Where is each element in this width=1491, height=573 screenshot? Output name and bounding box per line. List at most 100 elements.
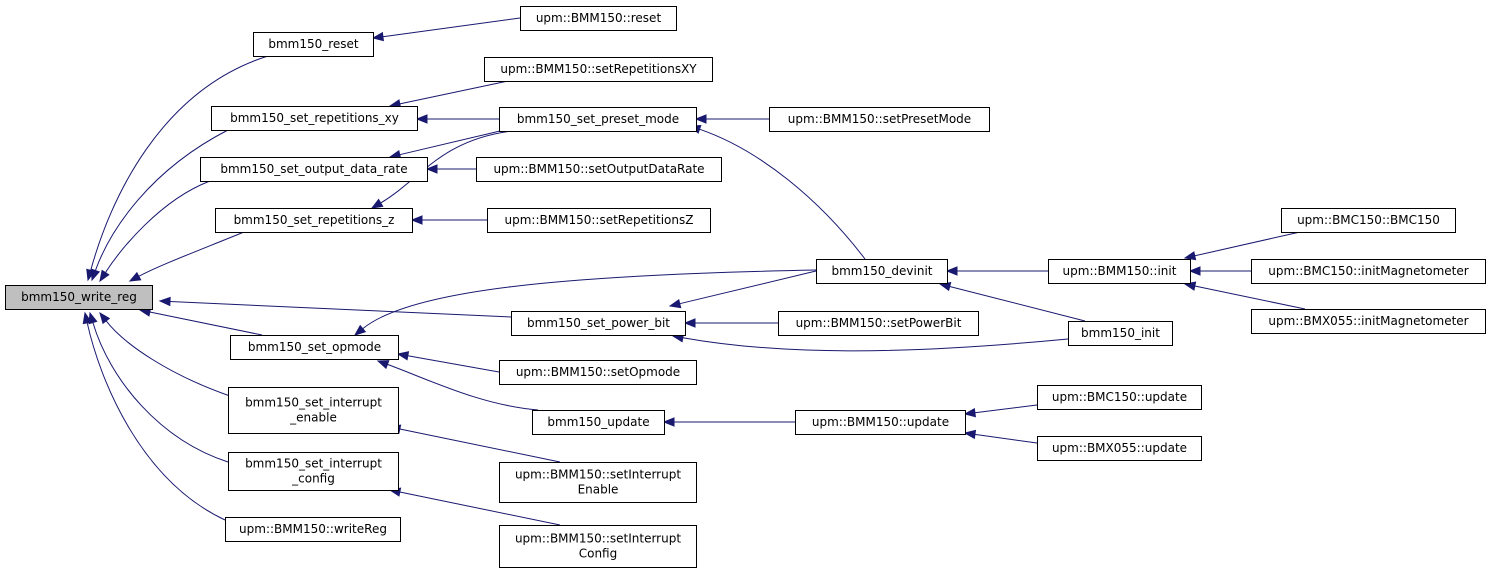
edge-line	[682, 337, 1069, 352]
node-box	[228, 387, 399, 434]
node-label: bmm150_init	[1081, 326, 1160, 340]
node-bmx_update[interactable]: upm::BMX055::update	[1037, 436, 1202, 461]
node-update[interactable]: bmm150_update	[532, 410, 665, 435]
node-reset[interactable]: bmm150_reset	[253, 32, 374, 57]
node-bmc_update[interactable]: upm::BMC150::update	[1037, 385, 1202, 410]
node-label: upm::BMM150::setInterrupt	[515, 532, 681, 546]
node-label: upm::BMC150::BMC150	[1297, 213, 1440, 227]
node-upm_set_rep_xy[interactable]: upm::BMM150::setRepetitionsXY	[484, 57, 713, 82]
edge-bmx_initmag-to-upm_init	[1183, 281, 1306, 310]
node-upm_set_rep_z[interactable]: upm::BMM150::setRepetitionsZ	[487, 208, 711, 233]
arrowhead-icon	[371, 31, 384, 42]
node-box	[499, 462, 697, 503]
edge-line	[949, 286, 1086, 322]
node-box	[225, 517, 401, 542]
node-box	[816, 259, 948, 284]
node-box	[200, 157, 428, 182]
node-set_int_en[interactable]: bmm150_set_interrupt_enable	[228, 387, 399, 434]
edge-line	[362, 269, 817, 330]
node-box	[253, 32, 374, 57]
edge-set_preset-to-set_rep_xy	[415, 114, 499, 124]
node-box	[1281, 208, 1456, 233]
node-upm_writereg[interactable]: upm::BMM150::writeReg	[225, 517, 401, 542]
arrowhead-icon	[376, 360, 390, 370]
node-upm_update[interactable]: upm::BMM150::update	[795, 410, 966, 435]
node-upm_reset[interactable]: upm::BMM150::reset	[520, 6, 677, 31]
node-label: bmm150_set_interrupt	[245, 396, 382, 410]
node-init[interactable]: bmm150_init	[1068, 321, 1173, 346]
arrowhead-icon	[425, 164, 438, 174]
node-label: Enable	[578, 483, 619, 497]
node-box	[795, 410, 966, 435]
node-bmc_ctor[interactable]: upm::BMC150::BMC150	[1281, 208, 1456, 233]
node-bmx_initmag[interactable]: upm::BMX055::initMagnetometer	[1251, 309, 1486, 334]
node-set_rep_xy[interactable]: bmm150_set_repetitions_xy	[211, 106, 418, 131]
node-box	[476, 157, 722, 182]
node-label: upm::BMM150::init	[1063, 264, 1177, 278]
node-box	[228, 452, 399, 491]
edge-line	[974, 433, 1038, 444]
edge-line	[90, 55, 269, 271]
edge-init-to-set_power	[671, 333, 1069, 352]
node-label: upm::BMX055::update	[1052, 441, 1187, 455]
node-box	[211, 106, 418, 131]
edge-line	[1194, 231, 1301, 257]
arrowhead-icon	[415, 114, 428, 124]
node-box	[499, 107, 697, 132]
node-label: bmm150_set_opmode	[248, 340, 381, 354]
edge-set_power-to-write_reg	[158, 296, 512, 318]
node-label: upm::BMM150::setInterrupt	[515, 468, 681, 482]
node-set_odr[interactable]: bmm150_set_output_data_rate	[200, 157, 428, 182]
node-set_int_cfg[interactable]: bmm150_set_interrupt_config	[228, 452, 399, 491]
edge-set_rep_z-to-write_reg	[128, 231, 245, 282]
node-upm_set_odr[interactable]: upm::BMM150::setOutputDataRate	[476, 157, 722, 182]
node-box	[215, 208, 413, 233]
node-set_opmode[interactable]: bmm150_set_opmode	[230, 335, 399, 360]
node-label: _config	[291, 472, 335, 486]
edge-upm_set_power-to-set_power	[683, 318, 778, 328]
edge-line	[399, 491, 561, 526]
arrowhead-icon	[99, 311, 111, 325]
node-upm_set_opmode[interactable]: upm::BMM150::setOpmode	[499, 360, 697, 385]
node-upm_set_preset[interactable]: upm::BMM150::setPresetMode	[769, 107, 990, 132]
edge-upm_reset-to-reset	[371, 17, 521, 42]
arrowhead-icon	[158, 296, 171, 307]
arrowhead-icon	[353, 324, 367, 336]
arrowhead-icon	[668, 298, 682, 309]
node-set_preset[interactable]: bmm150_set_preset_mode	[499, 107, 697, 132]
node-box	[499, 360, 697, 385]
node-write_reg[interactable]: bmm150_write_reg	[5, 285, 153, 310]
node-set_power[interactable]: bmm150_set_power_bit	[511, 311, 686, 336]
edge-line	[149, 311, 263, 336]
node-label: bmm150_set_repetitions_z	[234, 213, 395, 227]
node-box	[532, 410, 665, 435]
node-label: upm::BMM150::setRepetitionsXY	[500, 62, 697, 76]
node-upm_init[interactable]: upm::BMM150::init	[1048, 259, 1191, 284]
node-devinit[interactable]: bmm150_devinit	[816, 259, 948, 284]
edge-bmc_ctor-to-upm_init	[1183, 231, 1301, 261]
edge-upm_set_preset-to-set_preset	[694, 114, 769, 124]
node-label: upm::BMM150::setRepetitionsZ	[505, 213, 694, 227]
node-label: bmm150_set_preset_mode	[517, 112, 679, 126]
node-label: bmm150_set_repetitions_xy	[230, 111, 399, 125]
node-box	[520, 6, 677, 31]
node-box	[5, 285, 153, 310]
node-box	[230, 335, 399, 360]
node-label: bmm150_reset	[268, 37, 359, 51]
edge-line	[382, 17, 521, 38]
node-bmc_initmag[interactable]: upm::BMC150::initMagnetometer	[1251, 259, 1486, 284]
node-box	[1068, 321, 1173, 346]
edge-bmc_initmag-to-upm_init	[1188, 266, 1251, 276]
edge-line	[399, 428, 561, 463]
node-set_rep_z[interactable]: bmm150_set_repetitions_z	[215, 208, 413, 233]
arrowhead-icon	[1188, 266, 1201, 276]
node-label: upm::BMM150::setOpmode	[516, 365, 680, 379]
edge-line	[105, 320, 231, 397]
node-box	[1048, 259, 1191, 284]
node-upm_set_power[interactable]: upm::BMM150::setPowerBit	[778, 311, 979, 336]
node-label: bmm150_write_reg	[21, 290, 137, 304]
node-label: upm::BMM150::update	[812, 415, 949, 429]
